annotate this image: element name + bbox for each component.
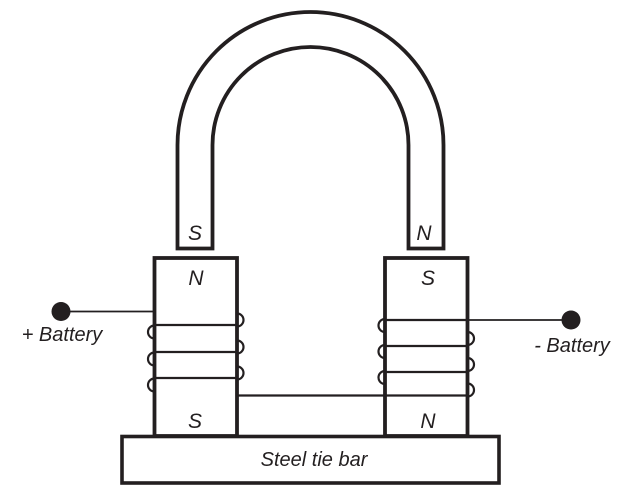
negative-terminal-dot (561, 310, 581, 330)
left-core (152, 256, 239, 438)
right-core-bottom-pole-label: N (420, 410, 436, 433)
steel-tie-bar-label: Steel tie bar (261, 449, 369, 471)
left-core-top-pole-label: N (188, 267, 204, 290)
negative-battery-label: - Battery (534, 335, 611, 357)
horseshoe-left-pole-label: S (188, 222, 202, 245)
horseshoe-magnet (175, 10, 446, 251)
right-coil (377, 317, 476, 398)
right-core-top-pole-label: S (421, 267, 435, 290)
left-coil (146, 312, 245, 393)
positive-battery-label: + Battery (22, 324, 104, 346)
horseshoe-right-pole-label: N (416, 222, 432, 245)
positive-terminal-dot (51, 302, 71, 321)
steel-tie-bar (120, 434, 501, 485)
left-core-bottom-pole-label: S (188, 410, 202, 433)
